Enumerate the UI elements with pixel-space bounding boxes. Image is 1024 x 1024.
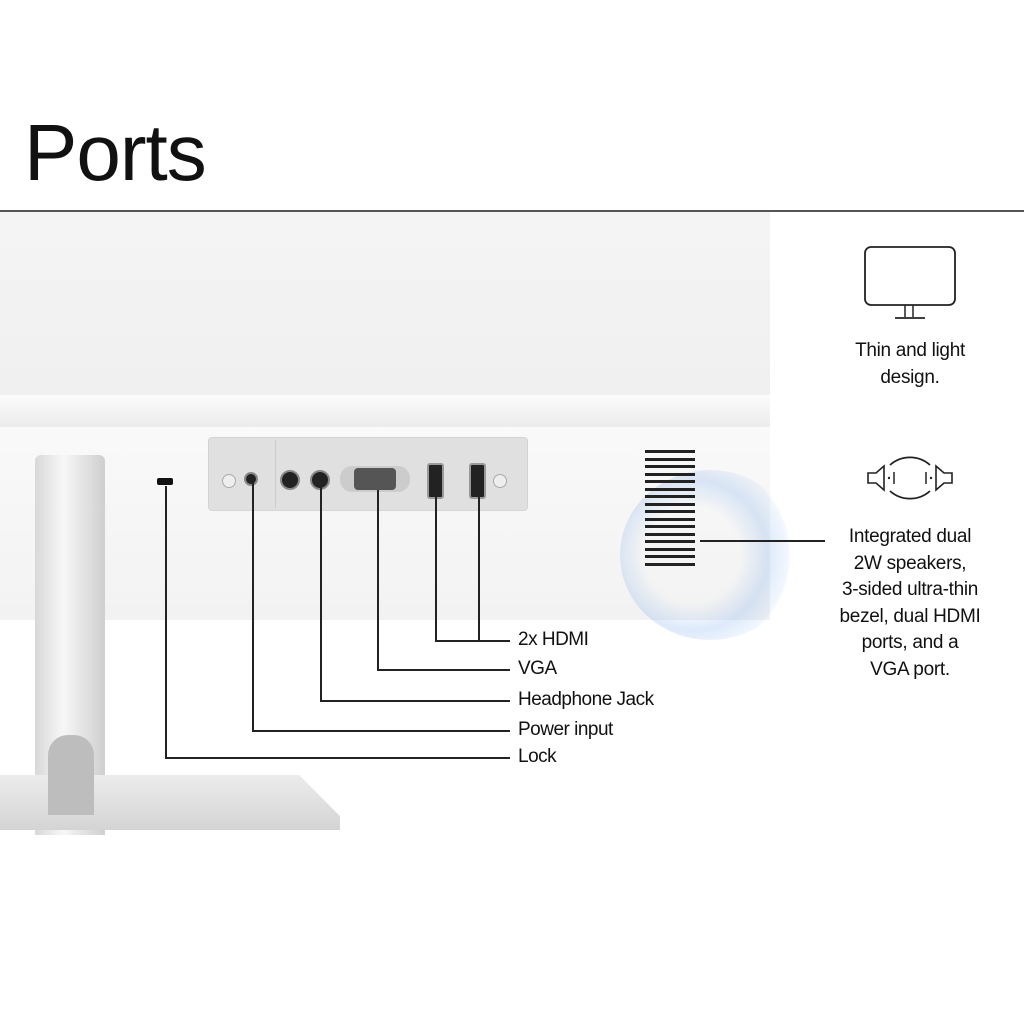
feature-text: 2W speakers, (853, 552, 967, 574)
leader-line (377, 490, 379, 669)
callout-lock: Lock (518, 746, 557, 767)
callout-hdmi: 2x HDMI (518, 629, 589, 650)
vent-slat (645, 465, 695, 468)
vent-slat (645, 450, 695, 453)
vent-slat (645, 547, 695, 551)
feature-thin-light: Thin and light design. (810, 338, 1010, 391)
vent-slat (645, 472, 695, 476)
feature-text: ports, and a (861, 632, 959, 653)
feature-text: bezel, dual HDMI (839, 605, 981, 627)
vent-slat (645, 502, 695, 506)
leader-line (165, 757, 510, 759)
feature-text: 3-sided ultra-thin (841, 579, 979, 600)
leader-line (320, 484, 322, 700)
vent-slat (645, 480, 695, 483)
feature-text: VGA port. (870, 658, 950, 680)
audio-jack (280, 470, 300, 490)
vent-slat (645, 525, 695, 528)
leader-line (252, 480, 254, 730)
feature-text: Integrated dual (848, 526, 972, 547)
vent-slat (645, 487, 695, 491)
hdmi-port-2 (469, 463, 486, 499)
page-title: Ports (24, 108, 207, 197)
leader-line (435, 640, 510, 642)
leader-line (478, 492, 480, 640)
callout-vga: VGA (518, 658, 557, 679)
leader-line (435, 492, 437, 640)
leader-line (700, 540, 825, 542)
screw-icon (222, 474, 236, 488)
panel-divider (275, 440, 276, 508)
vent-slat (645, 517, 695, 521)
power-port (244, 472, 258, 486)
speaker-vent (640, 430, 700, 570)
vent-slat (645, 532, 695, 536)
monitor-icon (864, 246, 956, 319)
vent-slat (645, 555, 695, 558)
vent-slat (645, 495, 695, 498)
feature-text: design. (880, 366, 940, 388)
callout-power: Power input (518, 719, 613, 740)
callout-headphone: Headphone Jack (518, 689, 654, 710)
leader-line (252, 730, 510, 732)
feature-speakers: Integrated dual 2W speakers, 3-sided ult… (810, 524, 1010, 683)
feature-text: Thin and light (855, 340, 965, 361)
screw-icon (493, 474, 507, 488)
stand-cutout (48, 735, 94, 815)
vent-slat (645, 540, 695, 543)
leader-line (320, 700, 510, 702)
vga-pins (354, 468, 396, 490)
divider (0, 210, 1024, 212)
vent-slat (645, 562, 695, 566)
dual-speaker-icon (867, 456, 953, 500)
vent-slat (645, 457, 695, 461)
vent-slat (645, 510, 695, 513)
leader-line (377, 669, 510, 671)
leader-line (165, 486, 167, 757)
monitor-ledge (0, 395, 770, 427)
lock-slot (157, 478, 173, 485)
